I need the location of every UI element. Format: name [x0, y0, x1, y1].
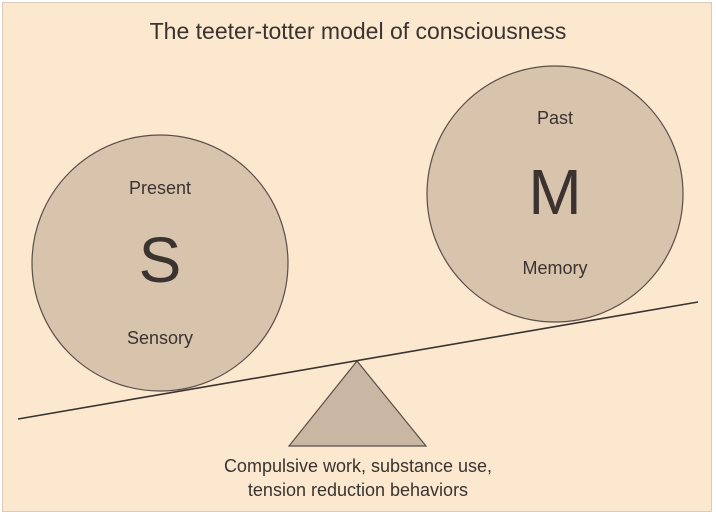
- memory-label: Memory: [522, 258, 587, 278]
- fulcrum-caption-line-1: Compulsive work, substance use,: [224, 456, 492, 476]
- fulcrum-triangle: [287, 360, 428, 447]
- diagram-title: The teeter-totter model of consciousness: [150, 18, 567, 44]
- memory-letter: M: [528, 156, 581, 228]
- sensory-label: Sensory: [127, 328, 193, 348]
- past-label: Past: [537, 108, 573, 128]
- sensory-letter: S: [139, 224, 182, 296]
- fulcrum-caption-line-2: tension reduction behaviors: [248, 480, 468, 500]
- teeter-totter-plank: [17, 301, 699, 420]
- present-label: Present: [129, 178, 191, 198]
- memory-circle: [426, 65, 684, 323]
- teeter-totter-diagram: The teeter-totter model of consciousness…: [17, 18, 699, 500]
- sensory-circle: [31, 134, 289, 392]
